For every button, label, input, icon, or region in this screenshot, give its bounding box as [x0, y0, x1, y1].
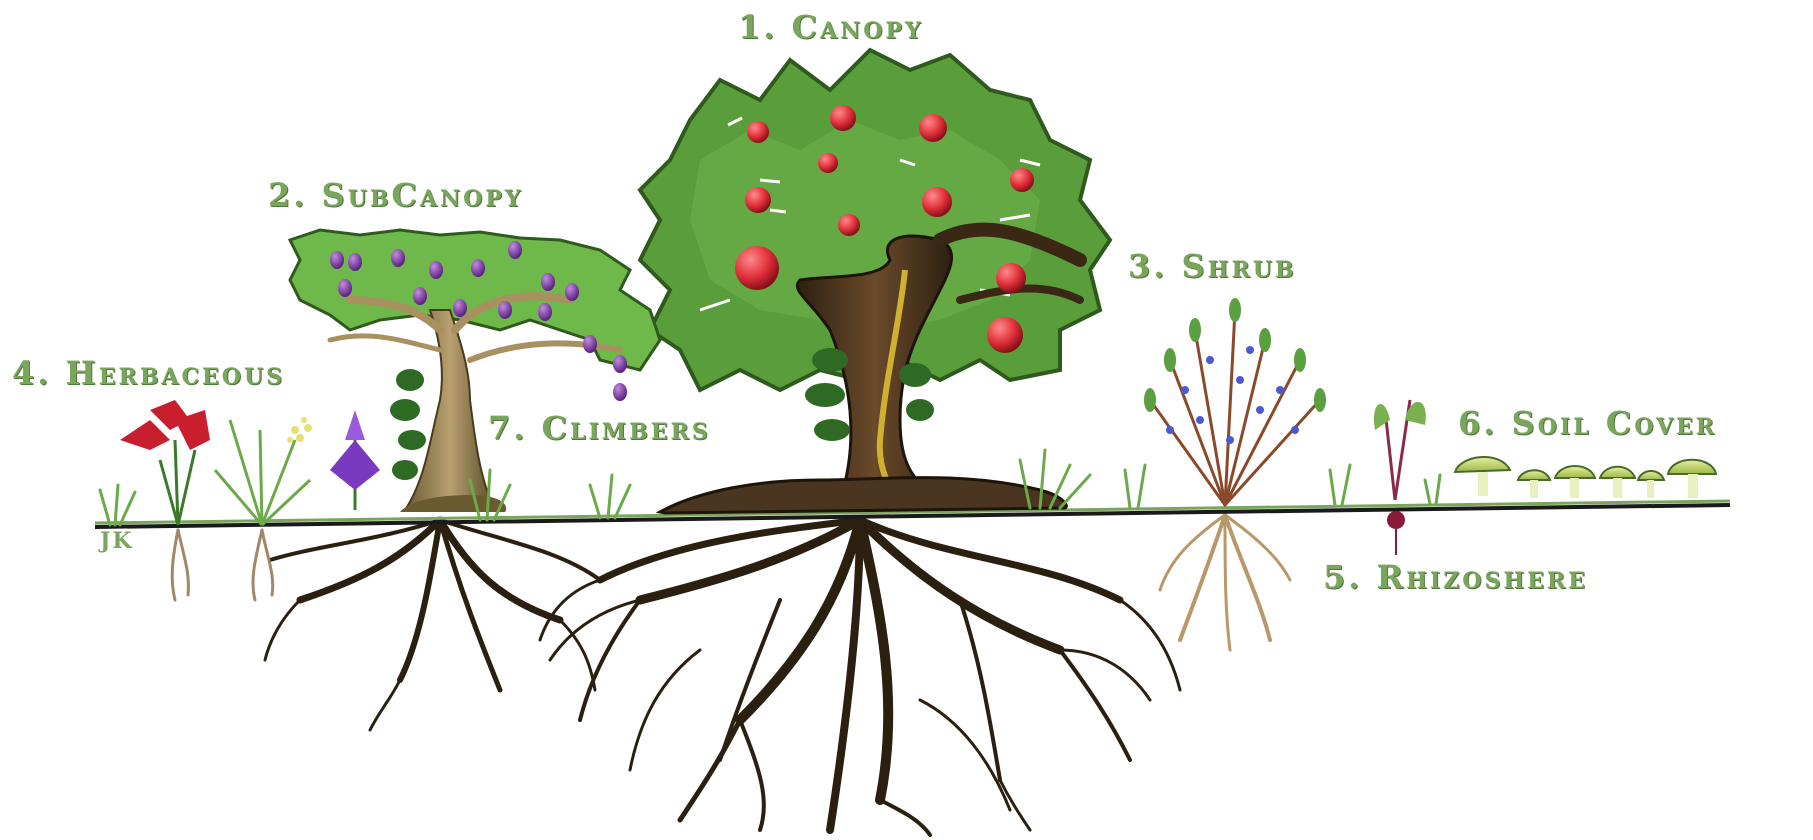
red-lily	[160, 440, 195, 525]
label-soil-cover: 6. Soil Cover	[1458, 404, 1717, 442]
shrub-roots	[1160, 515, 1290, 650]
label-shrub: 3. Shrub	[1128, 247, 1297, 285]
canopy-trunk-base	[660, 478, 1066, 514]
canopy-tree-roots	[540, 520, 1180, 835]
artist-signature: JK	[100, 528, 134, 554]
shrub	[1144, 298, 1326, 505]
subcanopy-tree-roots	[265, 520, 600, 730]
label-subcanopy: 2. SubCanopy	[268, 176, 524, 214]
herbaceous-roots	[172, 530, 273, 600]
label-rhizosphere: 5. Rhizoshere	[1323, 558, 1588, 596]
flowering-grass	[215, 420, 310, 525]
beet-root	[1374, 400, 1426, 555]
label-canopy: 1. Canopy	[738, 8, 924, 46]
subcanopy-climber-vines	[390, 369, 426, 480]
soil-cover-mushrooms	[1455, 457, 1716, 498]
label-herbaceous: 4. Herbaceous	[12, 354, 285, 392]
iris-flower	[330, 410, 380, 510]
label-climbers: 7. Climbers	[488, 409, 711, 447]
